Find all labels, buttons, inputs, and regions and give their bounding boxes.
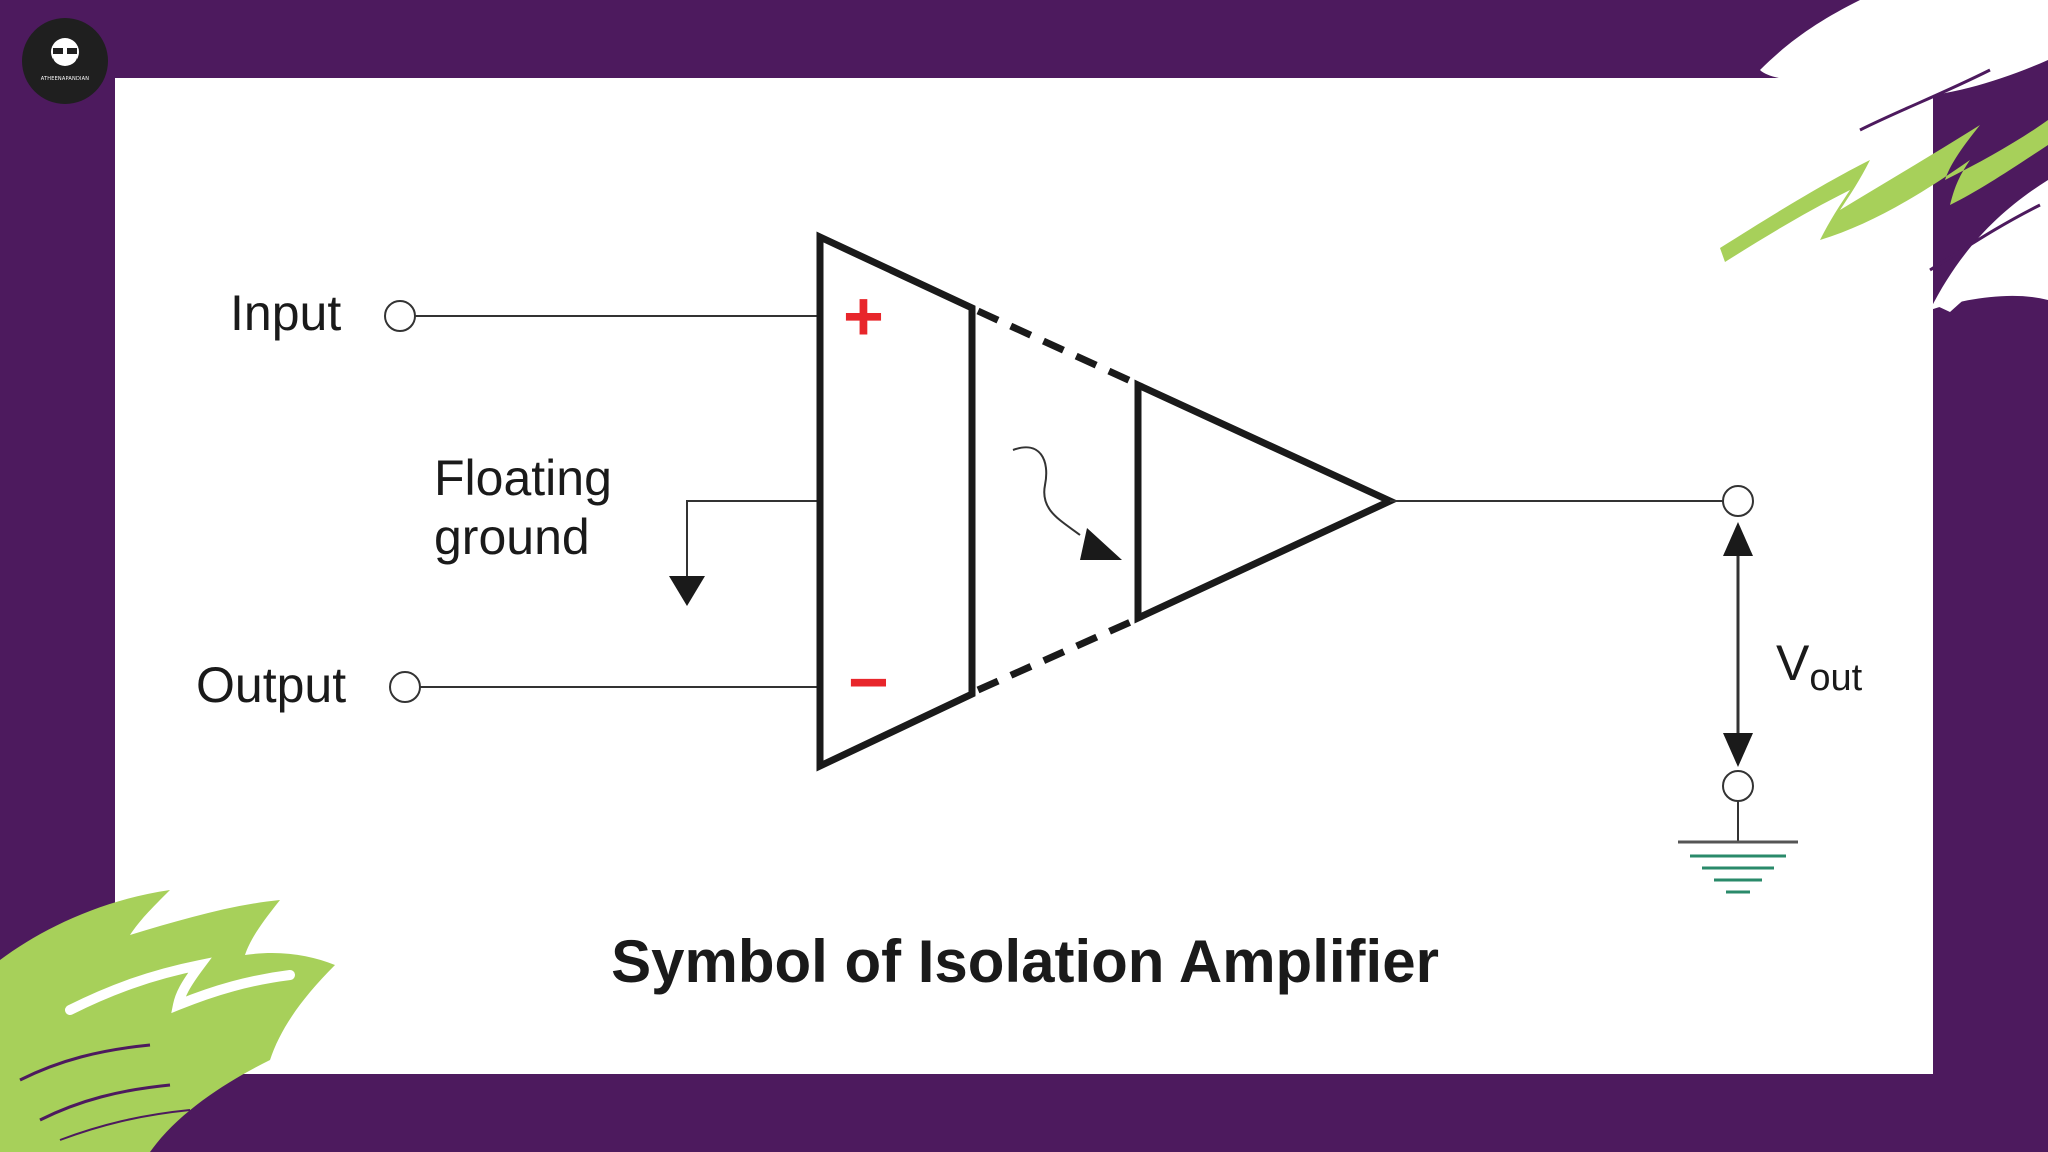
floating-ground-label-line1: Floating: [434, 450, 612, 506]
output-terminal: [389, 671, 421, 703]
minus-sign: −: [848, 643, 889, 721]
logo-text: ATHEENAPANDIAN: [40, 76, 90, 82]
bottom-left-brush-decoration: [0, 890, 335, 1152]
coupling-arrow-icon: [1080, 528, 1122, 560]
input-stage: [816, 231, 976, 772]
floating-ground-label-line2: ground: [434, 509, 590, 565]
plus-sign: +: [843, 277, 884, 355]
floating-ground-wire: [686, 500, 820, 580]
logo-icon: ATHEENAPANDIAN: [22, 18, 108, 104]
isolation-barrier-top: [976, 307, 1137, 387]
input-label: Input: [230, 285, 341, 341]
vout-terminal-bottom: [1722, 770, 1754, 802]
input-terminal: [384, 300, 416, 332]
coupling-squiggle: [1012, 446, 1081, 536]
diagram-card: [115, 78, 1933, 1074]
ground-symbol-icon: [1678, 840, 1798, 894]
isolation-barrier-bottom: [976, 616, 1137, 694]
vout-subscript: out: [1809, 657, 1862, 699]
vout-label: Vout: [1776, 635, 1863, 699]
floating-ground-arrow-icon: [669, 576, 705, 606]
vout-main: V: [1776, 635, 1810, 691]
output-label: Output: [196, 657, 346, 713]
vout-arrow-down-icon: [1723, 733, 1753, 767]
output-amplifier: [1134, 379, 1399, 624]
diagram-title: Symbol of Isolation Amplifier: [611, 928, 1439, 995]
top-right-brush-decoration: [1720, 0, 2048, 312]
vout-terminal-top: [1722, 485, 1754, 517]
vout-arrow-up-icon: [1723, 522, 1753, 556]
